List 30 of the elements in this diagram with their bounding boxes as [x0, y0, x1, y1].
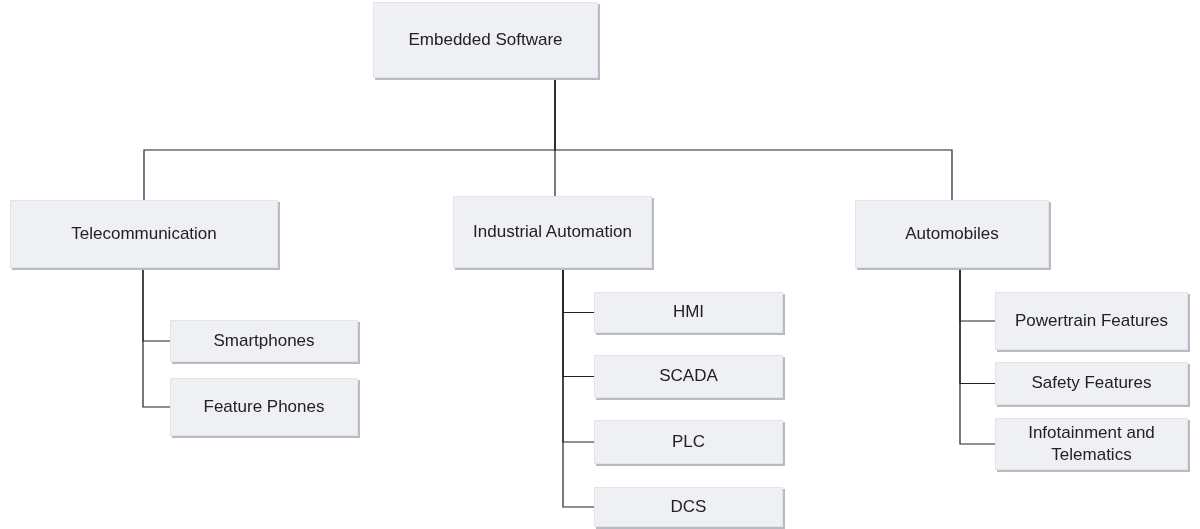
category-box	[594, 355, 783, 398]
category-box	[170, 378, 358, 436]
category-box	[373, 2, 598, 78]
category-label: SCADA	[659, 365, 718, 388]
category-box	[995, 362, 1188, 405]
category-label: Industrial Automation	[473, 220, 632, 243]
category-box	[855, 200, 1049, 268]
category-label: Embedded Software	[408, 28, 563, 51]
category-label: PLC	[671, 430, 706, 453]
category-label: Feature Phones	[203, 395, 325, 418]
category-label: Safety Features	[1031, 372, 1152, 395]
category-label: Smartphones	[213, 329, 315, 352]
category-box	[995, 418, 1188, 470]
category-box	[170, 320, 358, 362]
category-box	[594, 292, 783, 333]
category-box	[594, 420, 783, 464]
category-box	[995, 292, 1188, 350]
connector-line	[959, 267, 996, 445]
category-label: HMI	[672, 301, 705, 324]
category-box	[594, 487, 783, 527]
category-box	[10, 200, 278, 268]
category-label: Powertrain Features	[1014, 309, 1169, 332]
category-label: Automobiles	[905, 222, 999, 245]
category-label: Infotainment and Telematics	[1027, 421, 1156, 466]
connector-line	[562, 267, 595, 508]
category-box	[453, 196, 652, 268]
category-label: Telecommunication	[71, 222, 217, 245]
connector-line	[554, 77, 953, 201]
connector-line	[142, 267, 171, 408]
category-label: DCS	[670, 495, 707, 518]
